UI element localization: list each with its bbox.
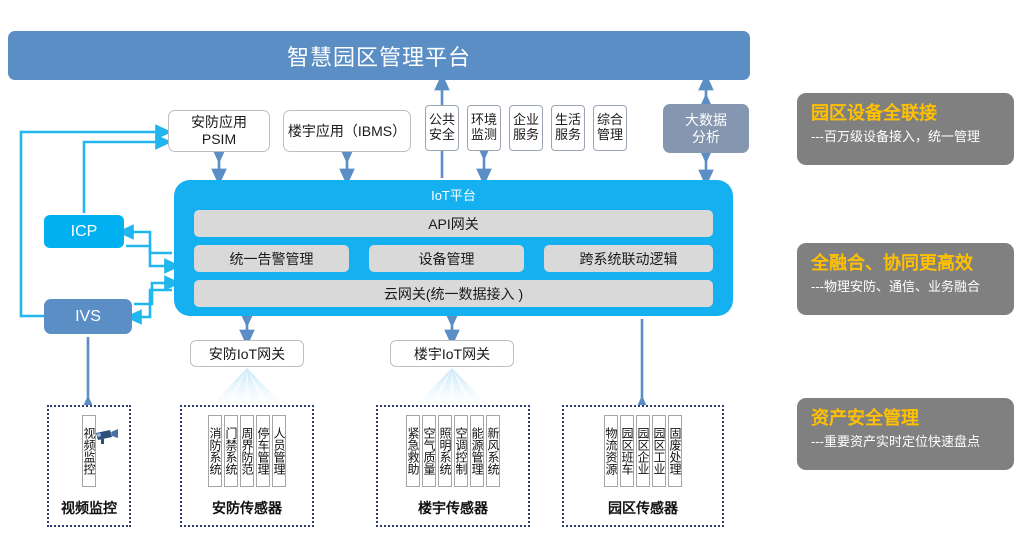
app-psim-line1: 安防应用	[191, 114, 247, 131]
sensor-group-park-sensors: 物流资源 园区班车 园区企业 园区工业 固废处理 园区传感器	[562, 405, 724, 527]
sensor-item-fresh-air[interactable]: 新风系统	[486, 415, 500, 487]
sensor-group-building-label: 楼宇传感器	[418, 500, 488, 516]
sensor-item-emergency-aid[interactable]: 紧急救助	[406, 415, 420, 487]
bigdata-line1: 大数据	[685, 111, 727, 128]
platform-title-bar: 智慧园区管理平台	[8, 31, 750, 80]
service-integrated-l2: 管理	[597, 127, 624, 142]
iot-cloud-gateway[interactable]: 云网关(统一数据接入 )	[194, 280, 713, 307]
sensor-item-perimeter[interactable]: 周界防范	[240, 415, 254, 487]
node-icp-label: ICP	[70, 222, 98, 240]
sensor-item-personnel[interactable]: 人员管理	[272, 415, 286, 487]
benefit-2-subtitle: ---物理安防、通信、业务融合	[811, 278, 980, 294]
iot-module-alarm[interactable]: 统一告警管理	[194, 245, 349, 272]
iot-platform-panel: IoT平台 API网关 统一告警管理 设备管理 跨系统联动逻辑 云网关(统一数据…	[174, 180, 733, 316]
sensor-item-shuttle[interactable]: 园区班车	[620, 415, 634, 487]
benefit-3-title: 资产安全管理	[811, 408, 919, 428]
service-public-safety-l1: 公共	[429, 112, 456, 128]
video-surveillance-items: 视频监控	[49, 415, 129, 487]
park-sensor-items: 物流资源 园区班车 园区企业 园区工业 固废处理	[564, 415, 722, 487]
arrow-icp-iot	[126, 244, 182, 274]
gateway-security-iot[interactable]: 安防IoT网关	[190, 340, 304, 367]
iot-module-device[interactable]: 设备管理	[369, 245, 524, 272]
bigdata-line2: 分析	[692, 128, 720, 145]
platform-title: 智慧园区管理平台	[286, 44, 471, 70]
sensor-group-video-label: 视频监控	[61, 500, 117, 516]
iot-module-device-label: 设备管理	[418, 250, 475, 267]
sensor-group-video-surveillance: 视频监控 视频监控	[47, 405, 131, 527]
arrow-iot-icp	[116, 224, 172, 255]
service-box-integrated-mgmt[interactable]: 综合 管理	[593, 105, 627, 151]
node-icp[interactable]: ICP	[44, 215, 124, 248]
arrow-icp-psim	[82, 134, 173, 213]
sensor-item-logistics[interactable]: 物流资源	[604, 415, 618, 487]
sensor-item-enterprise[interactable]: 园区企业	[636, 415, 650, 487]
benefit-1-subtitle: ---百万级设备接入，统一管理	[811, 128, 980, 144]
benefit-1-title: 园区设备全联接	[811, 103, 937, 123]
iot-cloud-gateway-label: 云网关(统一数据接入 )	[383, 285, 524, 302]
sensor-group-security-label: 安防传感器	[212, 500, 282, 516]
sensor-item-video-monitor[interactable]: 视频监控	[82, 415, 96, 487]
node-ivs-label: IVS	[75, 307, 101, 325]
service-box-enterprise-service[interactable]: 企业 服务	[509, 105, 543, 151]
iot-module-alarm-label: 统一告警管理	[229, 250, 314, 267]
service-life-l2: 服务	[555, 127, 582, 142]
bigdata-analytics-box[interactable]: 大数据 分析	[663, 104, 749, 153]
iot-module-crosssystem[interactable]: 跨系统联动逻辑	[544, 245, 713, 272]
benefit-3-subtitle: ---重要资产实时定位快速盘点	[811, 433, 980, 449]
app-box-ibms[interactable]: 楼宇应用（IBMS）	[283, 110, 411, 152]
sensor-item-lighting[interactable]: 照明系统	[438, 415, 452, 487]
benefit-panel-convergence: 全融合、协同更高效 ---物理安防、通信、业务融合	[797, 243, 1014, 315]
building-gateway-beam	[417, 368, 487, 404]
gateway-building-iot-label: 楼宇IoT网关	[413, 345, 491, 362]
gateway-security-iot-label: 安防IoT网关	[208, 345, 286, 362]
cctv-camera-icon	[96, 429, 118, 444]
service-enterprise-l2: 服务	[513, 127, 540, 142]
arrow-ivs-iot	[134, 275, 182, 306]
security-sensor-items: 消防系统 门禁系统 周界防范 停车管理 人员管理	[182, 415, 312, 487]
sensor-group-security-sensors: 消防系统 门禁系统 周界防范 停车管理 人员管理 安防传感器	[180, 405, 314, 527]
service-life-l1: 生活	[555, 112, 582, 128]
service-box-env-monitor[interactable]: 环境 监测	[467, 105, 501, 151]
iot-api-gateway[interactable]: API网关	[194, 210, 713, 237]
sensor-group-building-sensors: 紧急救助 空气质量 照明系统 空调控制 能源管理 新风系统 楼宇传感器	[376, 405, 530, 527]
sensor-item-air-quality[interactable]: 空气质量	[422, 415, 436, 487]
sensor-item-energy[interactable]: 能源管理	[470, 415, 484, 487]
sensor-item-industry[interactable]: 园区工业	[652, 415, 666, 487]
sensor-group-park-label: 园区传感器	[608, 500, 678, 516]
sensor-item-hvac[interactable]: 空调控制	[454, 415, 468, 487]
app-box-psim[interactable]: 安防应用 PSIM	[168, 110, 270, 152]
sensor-item-fire-system[interactable]: 消防系统	[208, 415, 222, 487]
service-public-safety-l2: 安全	[429, 127, 456, 142]
arrow-iot-ivs	[124, 288, 172, 325]
benefit-panel-asset-safety: 资产安全管理 ---重要资产实时定位快速盘点	[797, 398, 1014, 470]
service-env-monitor-l2: 监测	[471, 127, 498, 142]
iot-module-crosssystem-label: 跨系统联动逻辑	[579, 250, 678, 267]
sensor-item-waste[interactable]: 固废处理	[668, 415, 682, 487]
service-box-life-service[interactable]: 生活 服务	[551, 105, 585, 151]
security-gateway-beam	[212, 368, 282, 404]
app-psim-line2: PSIM	[201, 131, 237, 147]
service-enterprise-l1: 企业	[513, 112, 540, 128]
app-ibms-label: 楼宇应用（IBMS）	[287, 122, 407, 139]
building-sensor-items: 紧急救助 空气质量 照明系统 空调控制 能源管理 新风系统	[378, 415, 528, 487]
service-integrated-l1: 综合	[597, 112, 624, 128]
sensor-item-access-control[interactable]: 门禁系统	[224, 415, 238, 487]
gateway-building-iot[interactable]: 楼宇IoT网关	[390, 340, 514, 367]
service-box-public-safety[interactable]: 公共 安全	[425, 105, 459, 151]
benefit-panel-full-connect: 园区设备全联接 ---百万级设备接入，统一管理	[797, 93, 1014, 165]
sensor-item-parking[interactable]: 停车管理	[256, 415, 270, 487]
node-ivs[interactable]: IVS	[44, 299, 132, 334]
service-env-monitor-l1: 环境	[471, 112, 498, 128]
benefit-2-title: 全融合、协同更高效	[811, 253, 973, 273]
iot-platform-title: IoT平台	[431, 188, 476, 203]
iot-api-gateway-label: API网关	[428, 215, 479, 232]
